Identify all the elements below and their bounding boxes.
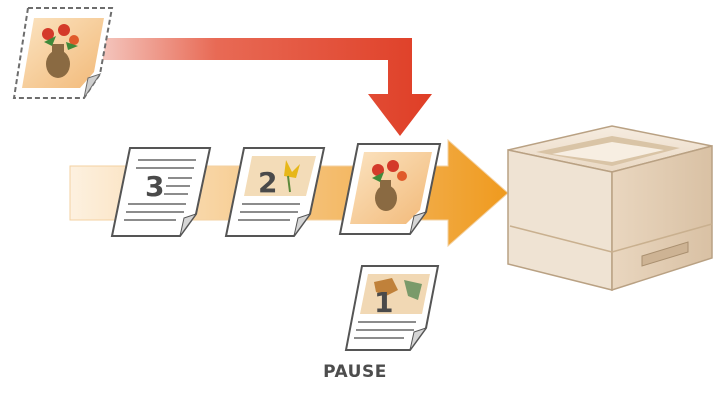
text-lines-icon — [124, 159, 196, 221]
pause-label: PAUSE — [323, 362, 387, 382]
interrupt-photo-document — [12, 7, 114, 99]
queue-page-3: 3 — [110, 147, 212, 237]
flower-vase-icon — [372, 160, 407, 211]
text-lines-icon — [354, 321, 416, 339]
page-1-number: 1 — [374, 286, 393, 319]
page-2-number: 2 — [258, 166, 277, 199]
flower-icon — [284, 160, 300, 193]
queue-page-2: 2 — [224, 147, 326, 237]
inserted-photo-document — [338, 143, 442, 235]
page-3-number: 3 — [145, 170, 164, 203]
printer-icon — [507, 125, 713, 292]
paused-page-1: 1 — [344, 265, 440, 351]
flower-vase-icon — [42, 24, 79, 78]
map-image-icon — [374, 278, 422, 300]
text-lines-icon — [238, 203, 300, 221]
interrupt-arrow — [100, 38, 432, 136]
